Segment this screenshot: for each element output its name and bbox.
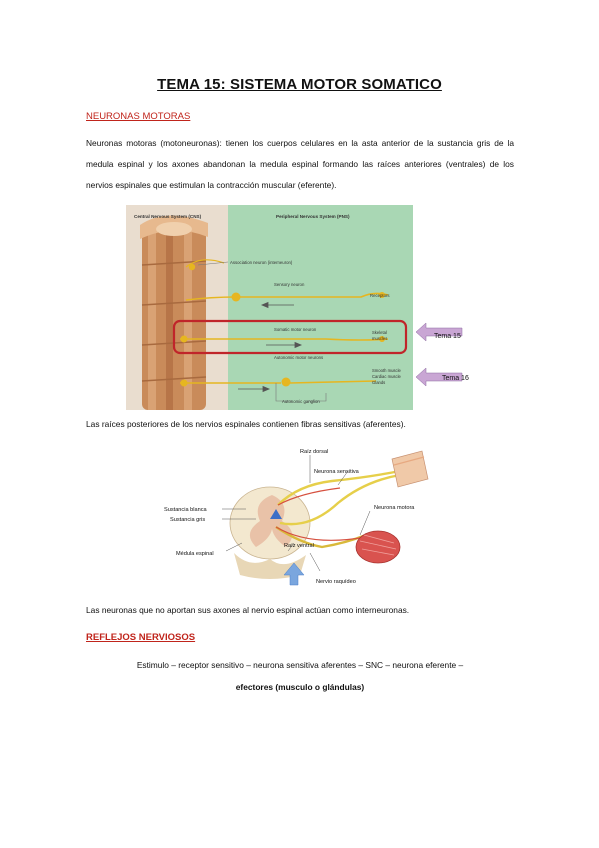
somatic-motor-neuron-label: Somatic motor neuron	[274, 327, 317, 332]
somatic-highlight-box	[172, 319, 408, 355]
spinal-cord-illustration	[140, 215, 208, 410]
sustancia-blanca-label: Sustancia blanca	[164, 507, 207, 513]
tema16-arrow-icon	[415, 367, 463, 387]
raiz-ventral-label: Raíz ventral	[284, 543, 314, 549]
tema15-label: Tema 15	[434, 333, 461, 340]
skin-receptor-illustration	[391, 450, 429, 488]
ventral-root-arrow-icon	[283, 562, 305, 586]
page-title: TEMA 15: SISTEMA MOTOR SOMATICO	[157, 76, 442, 93]
label-leaders	[222, 455, 371, 572]
autonomic-ganglion-label: Autonomic ganglion	[282, 399, 320, 404]
autonomic-motor-neurons-label: Autonomic motor neurons	[274, 355, 323, 360]
medula-espinal-label: Médula espinal	[176, 551, 214, 557]
nervio-raquideo-label: Nervio raquídeo	[316, 579, 356, 585]
figure-spinal-cord-section: Raíz dorsal Neurona sensitiva Sustancia …	[164, 449, 429, 586]
cns-label: Central Nervous System (CNS)	[134, 214, 202, 219]
cardiac-muscle-label: Cardiac muscle	[372, 374, 402, 379]
tema15-arrow-icon	[415, 322, 463, 342]
neurona-sensitiva-label: Neurona sensitiva	[314, 469, 360, 475]
skeletal-label: Skeletal	[372, 330, 387, 335]
reflex-chain-line-2: efectores (musculo o glándulas)	[235, 682, 365, 692]
muscles-label: muscles	[372, 336, 387, 341]
spinal-cord-section-illustration	[229, 486, 311, 579]
receptors-label: Receptors	[370, 293, 390, 298]
neurona-motora-label: Neurona motora	[374, 505, 415, 511]
sustancia-gris-label: Sustancia gris	[170, 517, 205, 523]
muscle-illustration	[355, 530, 401, 564]
section-heading-reflejos-nerviosos: REFLEJOS NERVIOSOS	[86, 632, 196, 643]
paragraph-interneuronas: Las neuronas que no aportan sus axones a…	[86, 605, 410, 615]
section-heading-neuronas-motoras: NEURONAS MOTORAS	[86, 111, 191, 122]
nerve-fibers	[275, 469, 401, 549]
reflex-chain-line-1: Estimulo – receptor sensitivo – neurona …	[86, 654, 514, 676]
pointer-lines	[197, 261, 327, 402]
association-neuron-label: Association neuron (interneuron)	[230, 260, 293, 265]
glands-label: Glands	[372, 380, 385, 385]
neuron-cell-bodies	[180, 263, 385, 387]
pns-label: Peripheral Nervous System (PNS)	[276, 214, 350, 219]
sensory-neuron-label: Sensory neuron	[274, 282, 305, 287]
paragraph-raices-posteriores: Las raíces posteriores de los nervios es…	[86, 419, 406, 429]
direction-arrows	[238, 301, 303, 393]
tema16-label: Tema 16	[442, 375, 469, 382]
pns-background	[228, 205, 413, 410]
reflex-chain-text: Estimulo – receptor sensitivo – neurona …	[136, 660, 464, 670]
smooth-muscle-label: Smooth muscle	[372, 368, 402, 373]
paragraph-motoneuronas: Neuronas motoras (motoneuronas): tienen …	[86, 138, 514, 190]
raiz-dorsal-label: Raíz dorsal	[300, 449, 328, 455]
figure-nervous-system: Central Nervous System (CNS) Peripheral …	[126, 205, 486, 410]
